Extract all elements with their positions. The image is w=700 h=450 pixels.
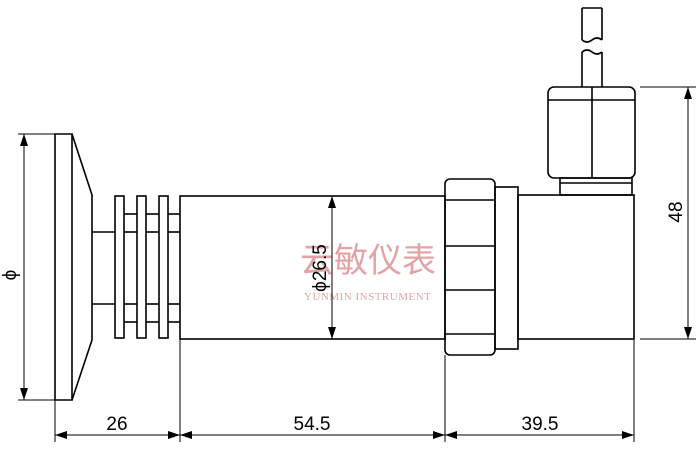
height-label: 48 — [666, 201, 687, 222]
dimension-height: 48 — [640, 86, 696, 340]
hex-nut — [444, 178, 519, 356]
cooling-fins — [114, 195, 180, 339]
watermark-chinese: 云敏仪表 — [300, 241, 436, 281]
dimension-flange-diameter: ϕ — [0, 133, 55, 401]
watermark: 云敏仪表 YUNMIN INSTRUMENT — [300, 241, 436, 303]
flange — [54, 133, 93, 401]
cable-gland — [547, 86, 636, 196]
neck — [92, 231, 115, 305]
dimension-bore-diameter: ϕ26.5 — [310, 196, 336, 339]
junction-box — [517, 194, 635, 340]
watermark-english: YUNMIN INSTRUMENT — [304, 291, 431, 303]
length-3-label: 39.5 — [522, 414, 559, 435]
length-2-label: 54.5 — [294, 414, 331, 435]
dimension-lengths: 26 54.5 39.5 — [54, 339, 635, 442]
bore-diameter-label: ϕ26.5 — [310, 244, 331, 292]
flange-diameter-label: ϕ — [0, 270, 21, 281]
cable — [581, 7, 603, 87]
length-1-label: 26 — [106, 414, 127, 435]
